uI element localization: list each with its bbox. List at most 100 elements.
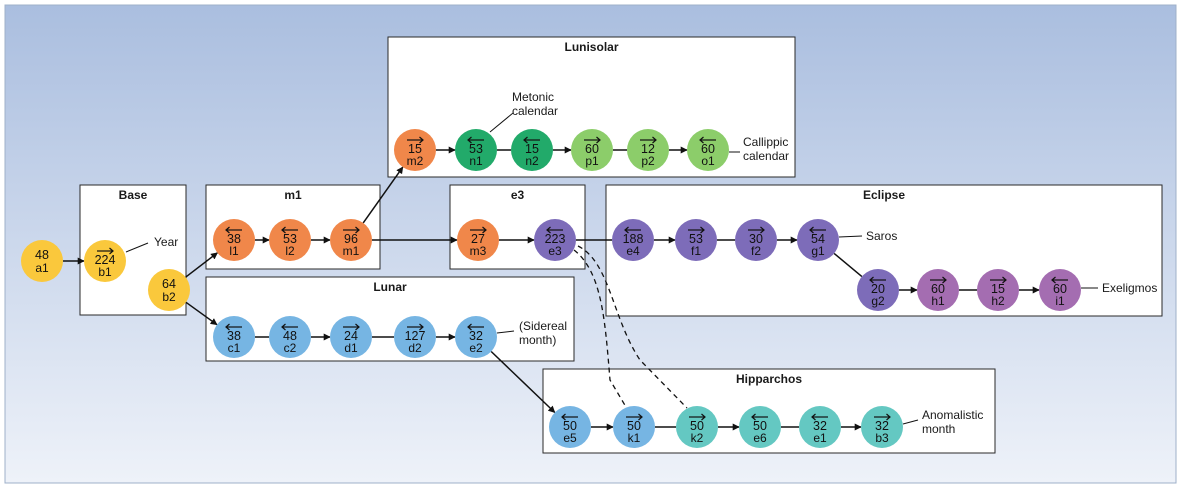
dashed-link-e3-k2 — [577, 245, 688, 409]
annotation-exeligmos: Exeligmos — [1102, 281, 1157, 295]
gear-id: b2 — [162, 290, 176, 304]
arrow-left-icon — [751, 413, 768, 421]
gear-id: m1 — [343, 244, 360, 258]
arrow-right-icon — [930, 276, 947, 284]
gear-teeth: 30 — [749, 232, 763, 246]
gear-circle — [675, 219, 717, 261]
gear-circle — [457, 219, 499, 261]
gear-circle — [676, 406, 718, 448]
gear-circle — [269, 316, 311, 358]
gear-id: e2 — [469, 341, 483, 355]
gear-id: f2 — [751, 244, 761, 258]
gear-teeth: 50 — [690, 419, 704, 433]
leader-saros — [838, 235, 863, 238]
gear-teeth: 15 — [408, 142, 422, 156]
gear-teeth: 15 — [991, 282, 1005, 296]
arrow-left-icon — [1051, 276, 1068, 284]
arrow-left-icon — [561, 413, 578, 421]
gear-circle — [1039, 269, 1081, 311]
gear-id: p2 — [641, 154, 655, 168]
gear-id: c2 — [284, 341, 297, 355]
gear-circle — [861, 406, 903, 448]
gear-teeth: 53 — [283, 232, 297, 246]
gear-teeth: 32 — [813, 419, 827, 433]
gear-id: m2 — [407, 154, 424, 168]
gear-teeth: 32 — [875, 419, 889, 433]
gear-teeth: 50 — [753, 419, 767, 433]
gear-id: f1 — [691, 244, 701, 258]
gear-id: o1 — [701, 154, 715, 168]
gear-teeth: 224 — [95, 253, 116, 267]
group-title-eclipse: Eclipse — [863, 188, 905, 202]
group-title-base: Base — [119, 188, 148, 202]
gear-teeth: 38 — [227, 232, 241, 246]
gear-teeth: 64 — [162, 277, 176, 291]
gear-id: h1 — [931, 294, 945, 308]
gear-circle — [797, 219, 839, 261]
leader-anomalistic — [902, 419, 919, 425]
arrow-left-icon — [869, 276, 886, 284]
gear-teeth: 48 — [283, 329, 297, 343]
gear-teeth: 24 — [344, 329, 358, 343]
group-title-lunar: Lunar — [373, 280, 407, 294]
gear-id: l2 — [285, 244, 295, 258]
gear-id: e1 — [813, 431, 827, 445]
gear-teeth: 20 — [871, 282, 885, 296]
gear-id: g1 — [811, 244, 825, 258]
arrow-left-icon — [809, 226, 826, 234]
group-title-lunisolar: Lunisolar — [564, 40, 618, 54]
gear-id: e6 — [753, 431, 767, 445]
gear-teeth: 38 — [227, 329, 241, 343]
leader-sidereal — [496, 330, 515, 334]
gear-teeth: 50 — [627, 419, 641, 433]
group-title-e3: e3 — [511, 188, 525, 202]
gear-id: l1 — [229, 244, 239, 258]
annotation-year: Year — [154, 235, 178, 249]
connector-g1-g2 — [833, 252, 863, 278]
arrow-right-icon — [97, 247, 114, 255]
gear-id: n2 — [525, 154, 539, 168]
gear-circle — [687, 129, 729, 171]
gear-teeth: 53 — [689, 232, 703, 246]
gear-id: d2 — [408, 341, 422, 355]
arrow-left-icon — [811, 413, 828, 421]
gear-teeth: 60 — [585, 142, 599, 156]
group-box-lunar — [205, 276, 575, 362]
arrow-left-icon — [546, 226, 563, 234]
gear-id: e3 — [548, 244, 562, 258]
gear-circle — [571, 129, 613, 171]
gear-circle — [549, 406, 591, 448]
gear-teeth: 12 — [641, 142, 655, 156]
arrow-left-icon — [467, 323, 484, 331]
gear-circle — [739, 406, 781, 448]
gear-teeth: 96 — [344, 232, 358, 246]
gear-teeth: 223 — [545, 232, 566, 246]
gear-circle — [612, 219, 654, 261]
arrow-right-icon — [748, 226, 765, 234]
gear-id: n1 — [469, 154, 483, 168]
gear-id: d1 — [344, 341, 358, 355]
arrow-left-icon — [467, 136, 484, 144]
gear-id: g2 — [871, 294, 885, 308]
